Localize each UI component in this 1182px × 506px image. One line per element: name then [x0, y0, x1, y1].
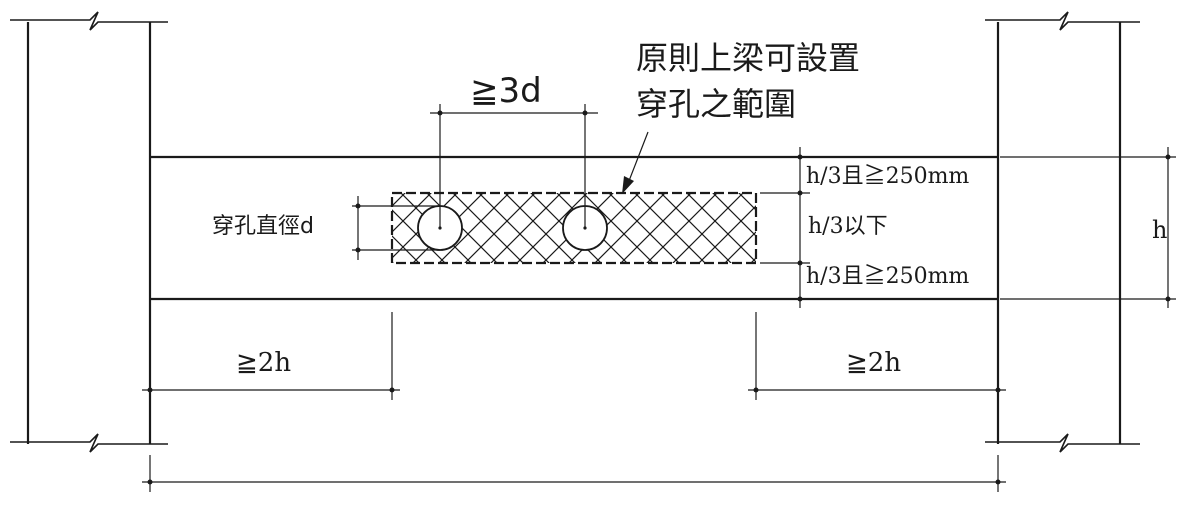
spacing-dimension	[430, 104, 598, 228]
span-dimension	[142, 455, 1006, 492]
right-distance-label: ≧2h	[846, 348, 902, 378]
right-distance-dimension	[748, 312, 1006, 400]
zone-note-line1: 原則上梁可設置	[636, 39, 861, 77]
middle-zone-label: h/3以下	[808, 214, 888, 239]
left-distance-label: ≧2h	[236, 348, 292, 378]
right-column	[985, 11, 1140, 453]
beam-depth-dimension	[1000, 147, 1176, 308]
zone-note-leader	[622, 131, 649, 194]
hole-diameter-dimension	[352, 196, 440, 260]
spacing-label: ≧3d	[470, 71, 542, 111]
hole-diameter-label: 穿孔直徑d	[212, 214, 314, 239]
beam-depth-label: h	[1152, 216, 1168, 244]
left-column	[10, 11, 168, 453]
bottom-zone-label: h/3且≧250mm	[806, 264, 970, 289]
zone-dimension	[760, 147, 810, 308]
top-zone-label: h/3且≧250mm	[806, 164, 970, 189]
beam	[150, 155, 998, 301]
left-distance-dimension	[142, 312, 400, 400]
zone-note-line2: 穿孔之範圍	[636, 85, 797, 123]
